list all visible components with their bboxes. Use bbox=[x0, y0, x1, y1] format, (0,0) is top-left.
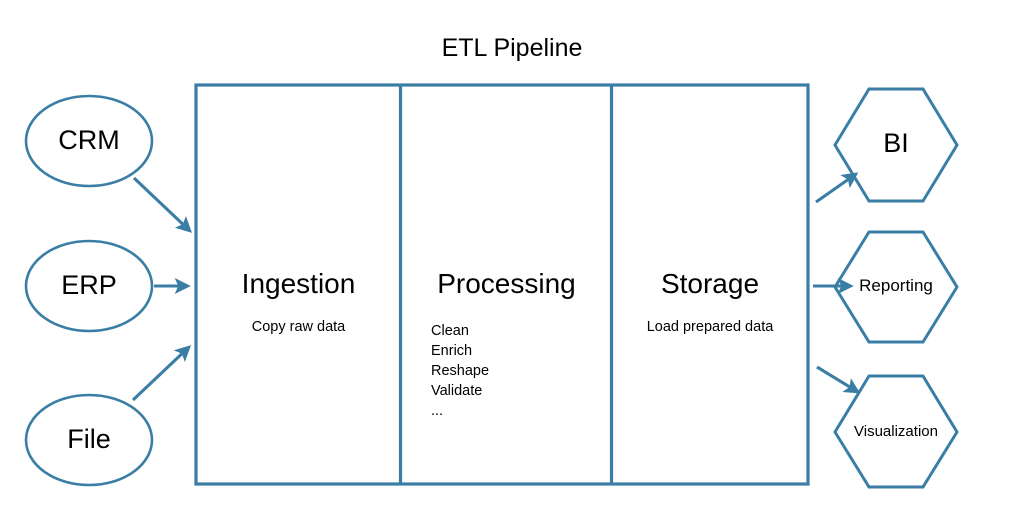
stage-title-storage: Storage bbox=[660, 268, 760, 299]
sink-hexagon-3 bbox=[833, 374, 959, 489]
connector-file-to-pipeline bbox=[131, 345, 192, 402]
source-shape-erp bbox=[24, 239, 154, 333]
page-title: ETL Pipeline bbox=[441, 34, 583, 62]
stage-title-processing: Processing bbox=[437, 268, 576, 299]
sink-label-reporting: Reporting bbox=[859, 276, 933, 295]
connector-pipeline-to-bi bbox=[815, 172, 859, 204]
connector-pipeline-to-visualization bbox=[816, 365, 861, 394]
stage-item-list-processing: Clean Enrich Reshape Validate ... bbox=[431, 323, 490, 419]
source-shape-crm bbox=[24, 94, 154, 188]
sink-label-bi: BI bbox=[883, 128, 909, 158]
pipeline-frame bbox=[194, 83, 810, 486]
source-label-erp: ERP bbox=[61, 270, 117, 300]
source-label-crm: CRM bbox=[58, 125, 120, 155]
sink-hexagon-1 bbox=[833, 87, 959, 203]
stage-subtitle-ingestion: Copy raw data bbox=[251, 319, 346, 335]
stage-title-ingestion: Ingestion bbox=[241, 268, 356, 299]
source-label-file: File bbox=[67, 424, 111, 454]
source-shape-file bbox=[24, 393, 154, 487]
stage-subtitle-storage: Load prepared data bbox=[646, 319, 774, 335]
connector-crm-to-pipeline bbox=[132, 176, 193, 233]
sink-label-visualization: Visualization bbox=[854, 423, 938, 440]
